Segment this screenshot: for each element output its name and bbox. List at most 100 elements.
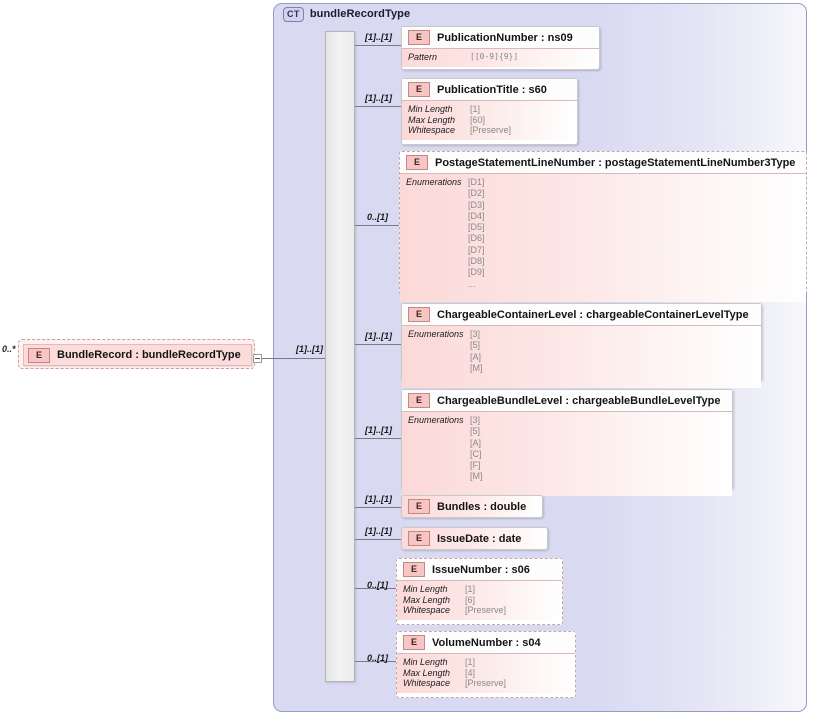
enumerations-row: Enumerations [3] [5] [A] [C] [F] [M]	[402, 415, 732, 483]
element-label: ChargeableBundleLevel : chargeableBundle…	[437, 394, 721, 407]
element-label: Bundles : double	[437, 500, 527, 513]
facet-row: Min Length [1]	[402, 104, 577, 115]
element-label: ChargeableContainerLevel : chargeableCon…	[437, 308, 749, 321]
enumeration-value: [D9]	[468, 267, 485, 278]
facet-value: [[0-9]{9}]	[470, 52, 519, 61]
occurrence-publication-number: [1]..[1]	[365, 32, 392, 42]
facet-row: Whitespace [Preserve]	[397, 605, 562, 616]
element-label: PublicationTitle : s60	[437, 83, 547, 96]
facet-value: [60]	[470, 114, 486, 125]
branch-line-chargeable-bundle-level	[355, 438, 401, 439]
root-connector-occurrence: [1]..[1]	[296, 344, 323, 354]
element-node-volume-number[interactable]: E VolumeNumber : s04 Min Length [1] Max …	[396, 631, 576, 698]
facet-row: Max Length [6]	[397, 595, 562, 606]
element-node-issue-number[interactable]: E IssueNumber : s06 Min Length [1] Max L…	[396, 558, 563, 625]
root-element-label: BundleRecord : bundleRecordType	[57, 349, 241, 361]
element-icon: E	[406, 155, 428, 170]
facet-value: [1]	[465, 657, 476, 667]
element-node-issue-date[interactable]: E IssueDate : date	[401, 527, 548, 550]
element-icon: E	[408, 393, 430, 408]
model-group-spine	[325, 31, 355, 682]
element-icon: E	[408, 499, 430, 514]
enumeration-value: [3]	[470, 329, 481, 339]
occurrence-chargeable-bundle-level: [1]..[1]	[365, 425, 392, 435]
element-header: E IssueDate : date	[402, 528, 547, 549]
complex-type-title: bundleRecordType	[309, 8, 411, 20]
element-header: E PostageStatementLineNumber : postageSt…	[400, 152, 806, 173]
element-icon: E	[408, 30, 430, 45]
branch-line-bundles	[355, 507, 401, 508]
facet-name: Min Length	[403, 584, 448, 594]
enumeration-value: [D6]	[468, 233, 485, 244]
facet-name: Max Length	[408, 114, 456, 125]
element-node-chargeable-container-level[interactable]: E ChargeableContainerLevel : chargeableC…	[401, 303, 762, 388]
enumeration-value: [M]	[470, 471, 483, 482]
element-header: E VolumeNumber : s04	[397, 632, 575, 653]
enumeration-value: [5]	[470, 340, 481, 351]
element-node-postage-statement-line-number[interactable]: E PostageStatementLineNumber : postageSt…	[399, 151, 807, 302]
root-collapse-toggle[interactable]	[253, 354, 262, 363]
facet-row: Pattern [[0-9]{9}]	[402, 52, 599, 63]
element-header: E PublicationTitle : s60	[402, 79, 577, 100]
occurrence-publication-title: [1]..[1]	[365, 93, 392, 103]
element-node-publication-title[interactable]: E PublicationTitle : s60 Min Length [1] …	[401, 78, 578, 145]
branch-line-volume-number	[355, 661, 396, 662]
occurrence-issue-date: [1]..[1]	[365, 526, 392, 536]
facet-value: [6]	[465, 594, 476, 605]
occurrence-postage-statement-line-number: 0..[1]	[367, 212, 389, 222]
element-label: PostageStatementLineNumber : postageStat…	[435, 156, 796, 169]
element-node-chargeable-bundle-level[interactable]: E ChargeableBundleLevel : chargeableBund…	[401, 389, 733, 496]
complex-type-icon: CT	[283, 6, 304, 22]
enumeration-value: [A]	[470, 351, 482, 362]
enumeration-value: [M]	[470, 362, 483, 373]
element-icon: E	[408, 531, 430, 546]
root-element-inner: E BundleRecord : bundleRecordType	[23, 344, 252, 366]
branch-line-publication-number	[355, 45, 401, 46]
enumeration-value-ellipsis: ...	[468, 278, 476, 289]
facet-value: [4]	[465, 667, 476, 678]
enumeration-value: [D4]	[468, 210, 485, 221]
facet-value: [1]	[465, 584, 476, 594]
enumeration-value: [F]	[470, 460, 481, 471]
enumeration-value: [3]	[470, 415, 481, 425]
facet-row: Max Length [4]	[397, 668, 575, 679]
facet-value: [1]	[470, 104, 481, 114]
facet-value: [Preserve]	[470, 125, 512, 135]
enumerations-row: Enumerations [3] [5] [A] [M]	[402, 329, 761, 374]
enumeration-value: [D8]	[468, 256, 485, 267]
element-header: E IssueNumber : s06	[397, 559, 562, 580]
root-element-node[interactable]: E BundleRecord : bundleRecordType	[18, 339, 255, 369]
facet-name: Enumerations	[406, 177, 462, 187]
element-label: VolumeNumber : s04	[432, 636, 541, 649]
element-header: E Bundles : double	[402, 496, 542, 517]
branch-line-issue-date	[355, 539, 401, 540]
facet-name: Enumerations	[408, 329, 464, 339]
occurrence-issue-number: 0..[1]	[367, 580, 389, 590]
element-node-publication-number[interactable]: E PublicationNumber : ns09 Pattern [[0-9…	[401, 26, 600, 70]
element-node-bundles[interactable]: E Bundles : double	[401, 495, 543, 518]
element-header: E ChargeableBundleLevel : chargeableBund…	[402, 390, 732, 411]
facet-name: Whitespace	[403, 605, 451, 615]
enumeration-values: [D1] [D2] [D3] [D4] [D5] [D6] [D7] [D8] …	[468, 177, 485, 290]
facet-name: Max Length	[403, 667, 451, 678]
enumeration-value: [D2]	[468, 188, 485, 199]
enumeration-value: [5]	[470, 426, 481, 437]
enumeration-values: [3] [5] [A] [M]	[470, 329, 483, 374]
element-facets: Enumerations [D1] [D2] [D3] [D4] [D5] [D…	[400, 173, 806, 302]
facet-name: Max Length	[403, 594, 451, 605]
facet-row: Min Length [1]	[397, 584, 562, 595]
element-facets: Min Length [1] Max Length [60] Whitespac…	[402, 100, 577, 140]
element-icon: E	[408, 82, 430, 97]
element-icon: E	[28, 347, 50, 363]
enumeration-value: [A]	[470, 437, 482, 448]
element-icon: E	[403, 635, 425, 650]
element-facets: Pattern [[0-9]{9}]	[402, 48, 599, 67]
element-facets: Min Length [1] Max Length [6] Whitespace…	[397, 580, 562, 620]
facet-name: Whitespace	[403, 678, 451, 688]
facet-row: Max Length [60]	[402, 115, 577, 126]
branch-line-publication-title	[355, 106, 401, 107]
branch-line-chargeable-container-level	[355, 344, 401, 345]
element-label: PublicationNumber : ns09	[437, 31, 573, 44]
facet-name: Pattern	[408, 52, 438, 62]
